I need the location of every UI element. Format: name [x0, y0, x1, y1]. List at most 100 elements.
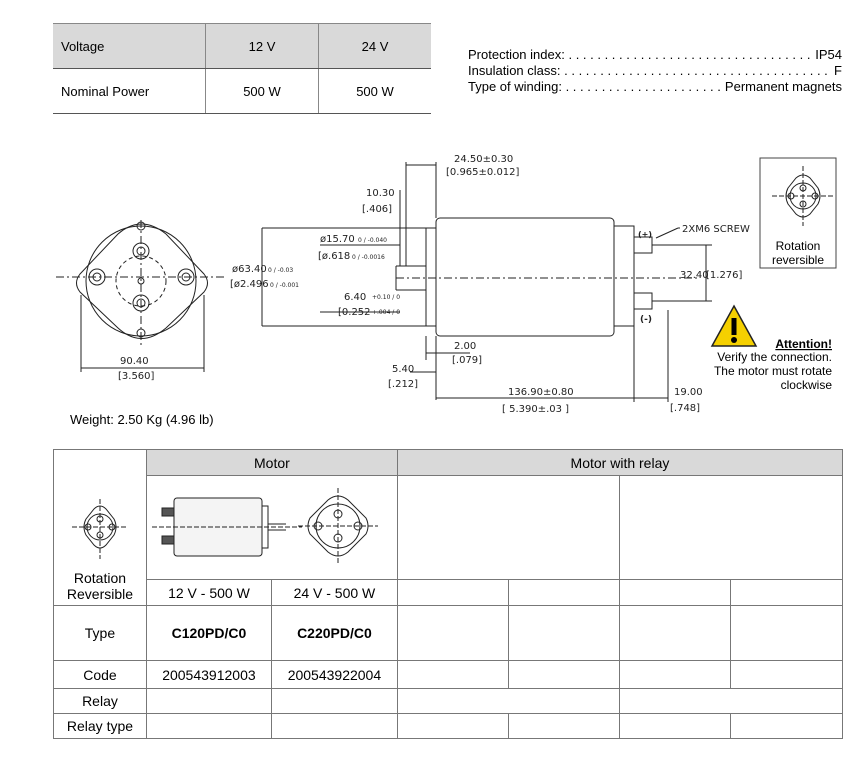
property-value: IP54: [815, 47, 842, 62]
relay-version-1: [396, 579, 509, 606]
dim-2-00-in: [.079]: [452, 355, 482, 366]
motor-table: Rotation Reversible Motor Motor with rel…: [53, 449, 844, 739]
relay-type-cell-2: [507, 713, 621, 739]
side-view-motor: [395, 217, 668, 337]
spec-row-voltage: Voltage 12 V 24 V: [53, 23, 431, 69]
version-12v: 12 V - 500 W: [145, 579, 272, 606]
type-24v: C220PD/C0: [270, 605, 398, 661]
version-24v: 24 V - 500 W: [270, 579, 398, 606]
property-value: Permanent magnets: [724, 79, 842, 94]
spec-row-power: Nominal Power 500 W 500 W: [53, 68, 431, 114]
dim-24-50-in: [0.965±0.012]: [446, 167, 520, 178]
relay-version-3: [619, 579, 732, 606]
type-12v: C120PD/C0: [145, 605, 272, 661]
relay-image-cell-2: [619, 475, 843, 580]
rotation-label-2: Reversible: [66, 586, 134, 602]
spec-power-24: 500 W: [318, 68, 431, 114]
relay-12v: [145, 688, 272, 714]
rotation-label-1: Rotation: [73, 570, 127, 586]
header-motor-relay: Motor with relay: [396, 449, 844, 476]
motor-properties: Protection index: IP54 Insulation class:…: [468, 47, 842, 95]
dim-136-90: 136.90±0.80: [508, 387, 574, 398]
property-protection: Protection index: IP54: [468, 47, 842, 63]
dim-5-40-in: [.212]: [388, 379, 418, 390]
dim-136-90-in: [ 5.390±.03 ]: [502, 404, 569, 415]
dim-10-30-in: [.406]: [362, 204, 392, 215]
relay-type-cell-3: [619, 713, 732, 739]
relay-type-4: [730, 605, 843, 661]
dim-63-40-in: [ø2.496: [230, 279, 269, 290]
relay-type-3: [619, 605, 732, 661]
rotation-flange-icon: [71, 499, 128, 559]
relay-version-4: [730, 579, 843, 606]
dim-6-40-in: [0.252: [338, 307, 371, 318]
code-12v: 200543912003: [145, 660, 272, 689]
dim-15-70-in: [ø.618: [318, 251, 350, 262]
attention-title: Attention!: [775, 337, 832, 351]
relay-cell-2: [619, 688, 843, 714]
dim-24-50: 24.50±0.30: [454, 154, 513, 165]
relay-image-cell-1: [396, 475, 621, 580]
motor-side-and-front-image: [151, 488, 378, 564]
relay-code-2: [507, 660, 621, 689]
motor-images-cell: [145, 475, 398, 580]
dim-32-40-in: [1.276]: [706, 270, 743, 281]
warning-icon: [710, 304, 758, 347]
dim-15-70-tol: 0 / -0.040: [358, 237, 387, 244]
spec-voltage-12: 12 V: [205, 23, 319, 69]
property-value: F: [834, 63, 842, 78]
rotation-box: Rotation reversible: [759, 157, 837, 269]
dim-15-70: ø15.70: [320, 234, 355, 245]
dim-19-00-in: [.748]: [670, 403, 700, 414]
spec-table: Voltage 12 V 24 V Nominal Power 500 W 50…: [53, 23, 431, 114]
header-motor: Motor: [145, 449, 398, 476]
relay-code-4: [730, 660, 843, 689]
relay-24v: [270, 688, 398, 714]
minus-terminal: (-): [640, 315, 652, 325]
rotation-box-line2: reversible: [772, 253, 824, 267]
property-insulation: Insulation class: F: [468, 63, 842, 79]
dim-15-70-in-tol: 0 / -0.0016: [352, 254, 385, 261]
dim-90-40-in: [3.560]: [118, 371, 155, 382]
relay-type-12v: [145, 713, 272, 739]
dim-6-40-tol: +0.10 / 0: [372, 294, 400, 301]
relay-type-24v: [270, 713, 398, 739]
relay-label: Relay: [53, 688, 147, 714]
type-label: Type: [53, 605, 147, 661]
dim-32-40: 32.40: [680, 270, 709, 281]
technical-drawing: 24.50±0.30 [0.965±0.012] 10.30 [.406] ø1…: [56, 154, 837, 415]
attention-line3: clockwise: [781, 378, 833, 392]
front-view-flange: [76, 221, 208, 339]
dim-6-40: 6.40: [344, 292, 366, 303]
relay-cell-1: [396, 688, 621, 714]
relay-code-3: [619, 660, 732, 689]
spec-label-power: Nominal Power: [53, 68, 206, 114]
property-label: Protection index:: [468, 47, 565, 62]
attention-line2: The motor must rotate: [714, 364, 832, 378]
spec-voltage-24: 24 V: [318, 23, 431, 69]
code-24v: 200543922004: [270, 660, 398, 689]
screw-label: 2XM6 SCREW: [682, 224, 750, 235]
dim-63-40-tol: 0 / -0.03: [268, 267, 293, 274]
relay-code-1: [396, 660, 509, 689]
dim-63-40: ø63.40: [232, 264, 267, 275]
dim-63-40-in-tol: 0 / -0.001: [270, 282, 299, 289]
dim-19-00: 19.00: [674, 387, 703, 398]
weight-label: Weight: 2.50 Kg (4.96 lb): [70, 412, 214, 427]
spec-label-voltage: Voltage: [53, 23, 206, 69]
relay-type-1: [396, 605, 509, 661]
relay-type-cell-1: [396, 713, 509, 739]
property-winding: Type of winding: Permanent magnets: [468, 79, 842, 95]
relay-type-2: [507, 605, 621, 661]
spec-power-12: 500 W: [205, 68, 319, 114]
dim-5-40: 5.40: [392, 364, 414, 375]
dim-2-00: 2.00: [454, 341, 476, 352]
relay-type-label: Relay type: [53, 713, 147, 739]
dim-6-40-in-tol: +.004 / 0: [372, 309, 400, 316]
plus-terminal: (+): [638, 230, 652, 239]
relay-version-2: [507, 579, 621, 606]
property-label: Type of winding:: [468, 79, 562, 94]
dim-10-30: 10.30: [366, 188, 395, 199]
rotation-cell: Rotation Reversible: [53, 449, 147, 606]
rotation-box-line1: Rotation: [776, 239, 821, 253]
